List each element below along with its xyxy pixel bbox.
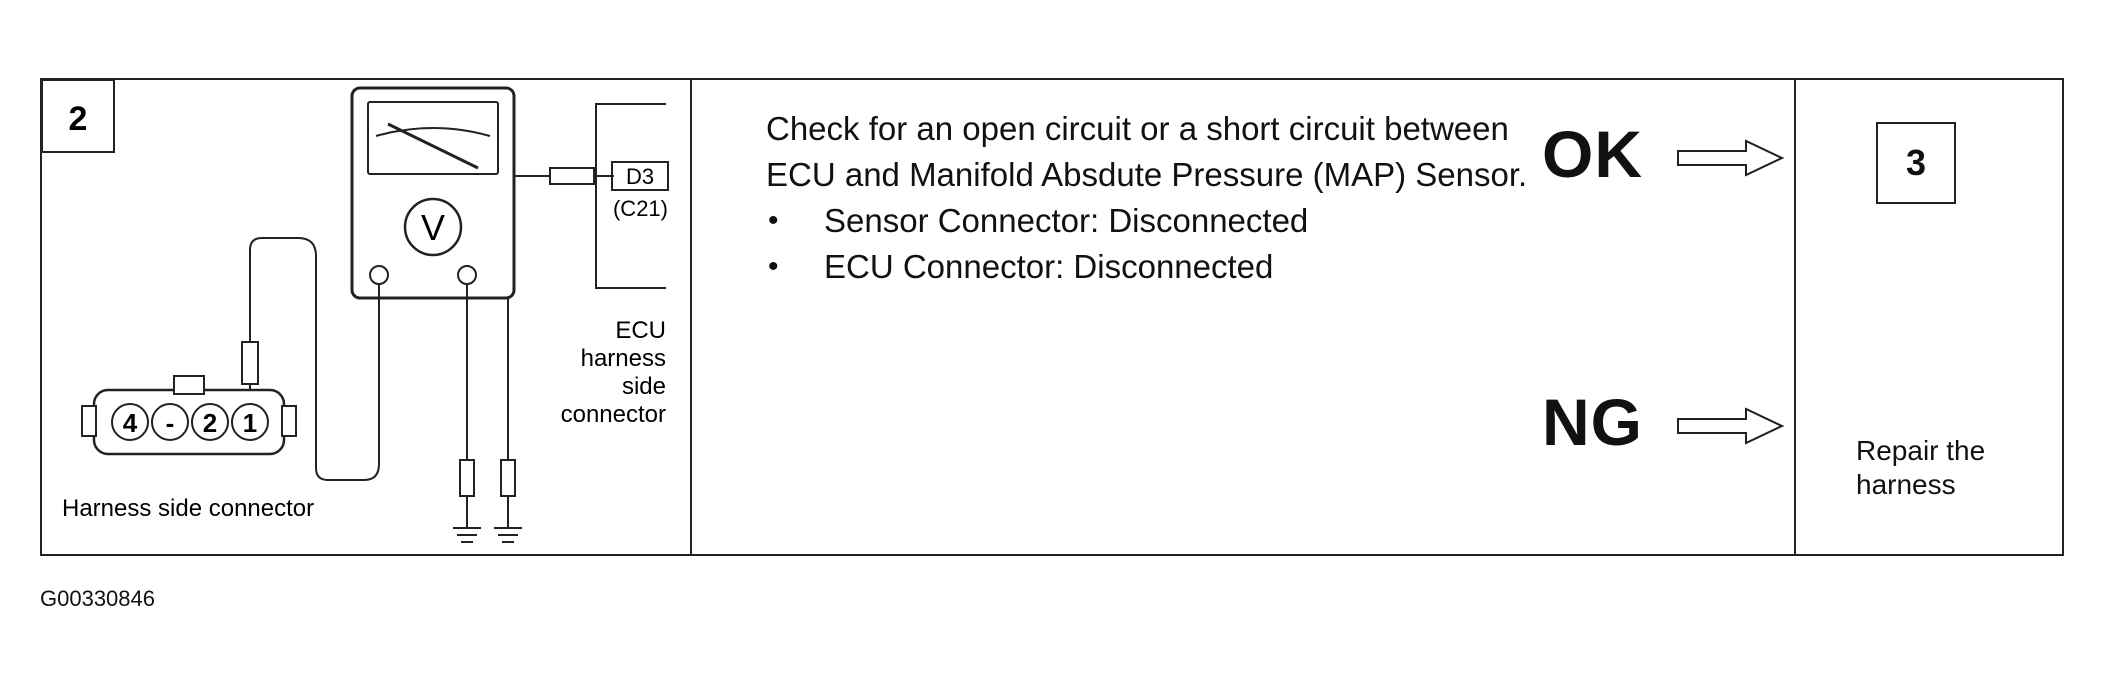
voltmeter-symbol: V <box>421 207 445 248</box>
voltmeter-scale <box>375 127 491 137</box>
condition-list: Sensor Connector: Disconnected ECU Conne… <box>766 198 1566 290</box>
harness-pin <box>151 403 189 441</box>
condition-item: ECU Connector: Disconnected <box>766 244 1566 290</box>
harness-pin <box>231 403 269 441</box>
figure-id: G00330846 <box>40 586 155 611</box>
ecu-pin-box <box>611 161 669 191</box>
arrow-right-icon <box>1677 139 1785 177</box>
procedure-step-table: 2 D3 (C21) ECU harness side connector V <box>40 78 2064 556</box>
ground-probe <box>453 459 481 543</box>
ecu-label-line: ECU <box>615 317 666 344</box>
voltmeter-display <box>367 101 499 175</box>
ecu-label-line: connector <box>561 401 666 428</box>
harness-pin-label: 4 <box>123 408 138 438</box>
result-ng-label: NG <box>1542 385 1643 459</box>
ground-probe <box>494 459 522 543</box>
harness-pin <box>191 403 229 441</box>
column-divider <box>1794 80 1796 554</box>
ecu-connector-outline <box>595 103 666 289</box>
voltmeter-dial <box>403 197 463 257</box>
voltmeter-needle <box>387 122 479 170</box>
column-divider <box>690 80 692 554</box>
harness-connector-label: Harness side connector <box>62 495 314 522</box>
description-text: Check for an open circuit or a short cir… <box>766 110 1528 193</box>
harness-connector-lock <box>173 375 205 395</box>
result-ok-label: OK <box>1542 117 1643 191</box>
meter-lead-harness <box>249 237 380 481</box>
harness-connector-tab <box>281 405 297 437</box>
arrow-right-icon <box>1677 407 1785 445</box>
harness-pin-label: 2 <box>203 408 217 438</box>
harness-pin-label: 1 <box>243 408 257 438</box>
ecu-label-line: side <box>622 373 666 400</box>
harness-pin <box>111 403 149 441</box>
voltmeter-terminal-right <box>457 265 477 285</box>
repair-instruction: Repair the harness <box>1856 435 1986 500</box>
step-description: Check for an open circuit or a short cir… <box>766 106 1566 290</box>
step-number: 2 <box>69 100 88 138</box>
ecu-label-line: harness <box>581 345 666 372</box>
voltmeter-terminal-left <box>369 265 389 285</box>
ecu-pin-label: D3 <box>626 164 654 189</box>
wiring-diagram: 2 D3 (C21) ECU harness side connector V <box>42 80 669 543</box>
ecu-probe <box>549 167 614 185</box>
condition-item: Sensor Connector: Disconnected <box>766 198 1566 244</box>
harness-connector-tab <box>81 405 97 437</box>
ecu-connector-code: (C21) <box>613 196 668 221</box>
next-step-box: 3 <box>1876 122 1956 204</box>
step-number-box <box>42 80 115 153</box>
harness-pin-label: - <box>166 408 175 438</box>
